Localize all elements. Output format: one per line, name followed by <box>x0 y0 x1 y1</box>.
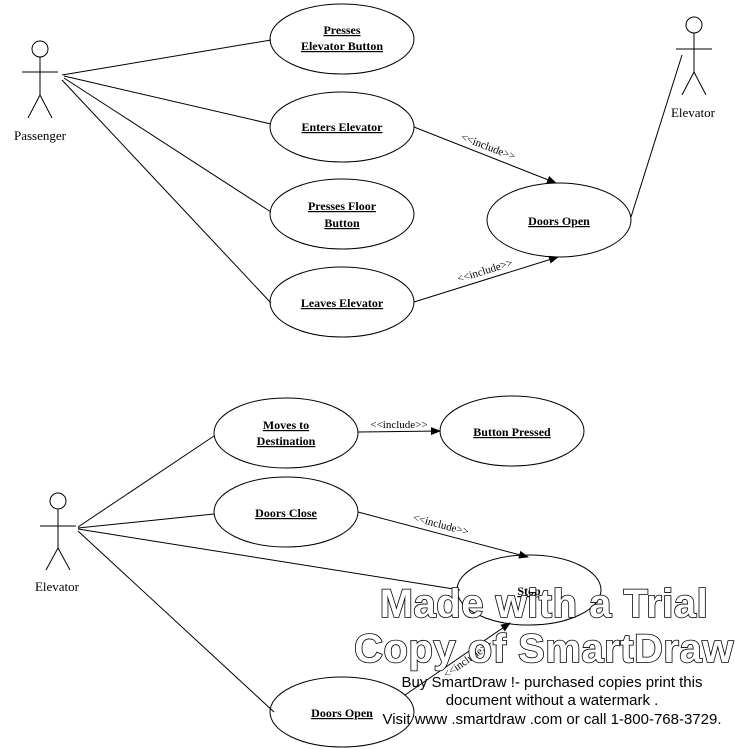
enters-elevator-label: Enters Elevator <box>302 120 384 134</box>
doors-close-label: Doors Close <box>255 506 317 520</box>
button-pressed-label: Button Pressed <box>473 425 551 439</box>
doors-open-top-label: Doors Open <box>528 214 590 228</box>
moves-line2: Destination <box>257 434 316 448</box>
presses-floor-line2: Button <box>324 216 360 230</box>
moves-line1: Moves to <box>263 418 309 432</box>
include-doors-close-stop: <<include>> <box>357 511 529 559</box>
doors-open-bottom-label: Doors Open <box>311 706 373 720</box>
use-case-button-pressed: Button Pressed <box>439 395 585 467</box>
use-case-leaves-elevator: Leaves Elevator <box>269 266 415 338</box>
use-case-moves-to-destination: Moves to Destination <box>213 397 359 469</box>
watermark-line1: Made with a Trial <box>380 582 709 626</box>
include-leaves-doors-open: <<include>> <box>413 255 559 303</box>
include-label-2: <<include>> <box>456 257 514 285</box>
watermark-line2: Copy of SmartDraw <box>354 627 734 671</box>
passenger-actor: Passenger <box>14 40 67 143</box>
include-label-3: <<include>> <box>370 419 427 431</box>
elevator-label-bottom: Elevator <box>35 579 80 594</box>
watermark-note2: document without a watermark . <box>446 692 659 709</box>
use-case-doors-close: Doors Close <box>213 476 359 548</box>
bottom-associations <box>77 435 461 713</box>
use-case-presses-elevator-button: Presses Elevator Button <box>269 3 415 75</box>
watermark-note1: Buy SmartDraw !- purchased copies print … <box>402 674 703 691</box>
include-moves-button-pressed: <<include>> <box>357 419 441 436</box>
elevator-label-top: Elevator <box>671 105 716 120</box>
use-case-stop: Stop <box>456 554 602 626</box>
top-associations <box>61 39 683 304</box>
watermark-note3: Visit www .smartdraw .com or call 1-800-… <box>382 711 721 728</box>
include-enters-doors-open: <<include>> <box>413 126 557 184</box>
presses-button-line2: Elevator Button <box>301 39 383 53</box>
trial-watermark: Made with a Trial Copy of SmartDraw Buy … <box>353 581 734 728</box>
include-label-1: <<include>> <box>459 131 517 163</box>
passenger-label: Passenger <box>14 128 67 143</box>
use-case-doors-open-bottom: Doors Open <box>269 676 415 748</box>
use-case-doors-open-top: Doors Open <box>486 182 632 258</box>
leaves-elevator-label: Leaves Elevator <box>301 296 384 310</box>
stop-label: Stop <box>517 584 541 598</box>
elevator-actor-top: Elevator <box>671 16 716 120</box>
use-case-presses-floor-button: Presses Floor Button <box>269 178 415 250</box>
elevator-actor-bottom: Elevator <box>35 492 80 594</box>
presses-button-line1: Presses <box>323 23 360 37</box>
presses-floor-line1: Presses Floor <box>308 199 377 213</box>
use-case-enters-elevator: Enters Elevator <box>269 91 415 163</box>
